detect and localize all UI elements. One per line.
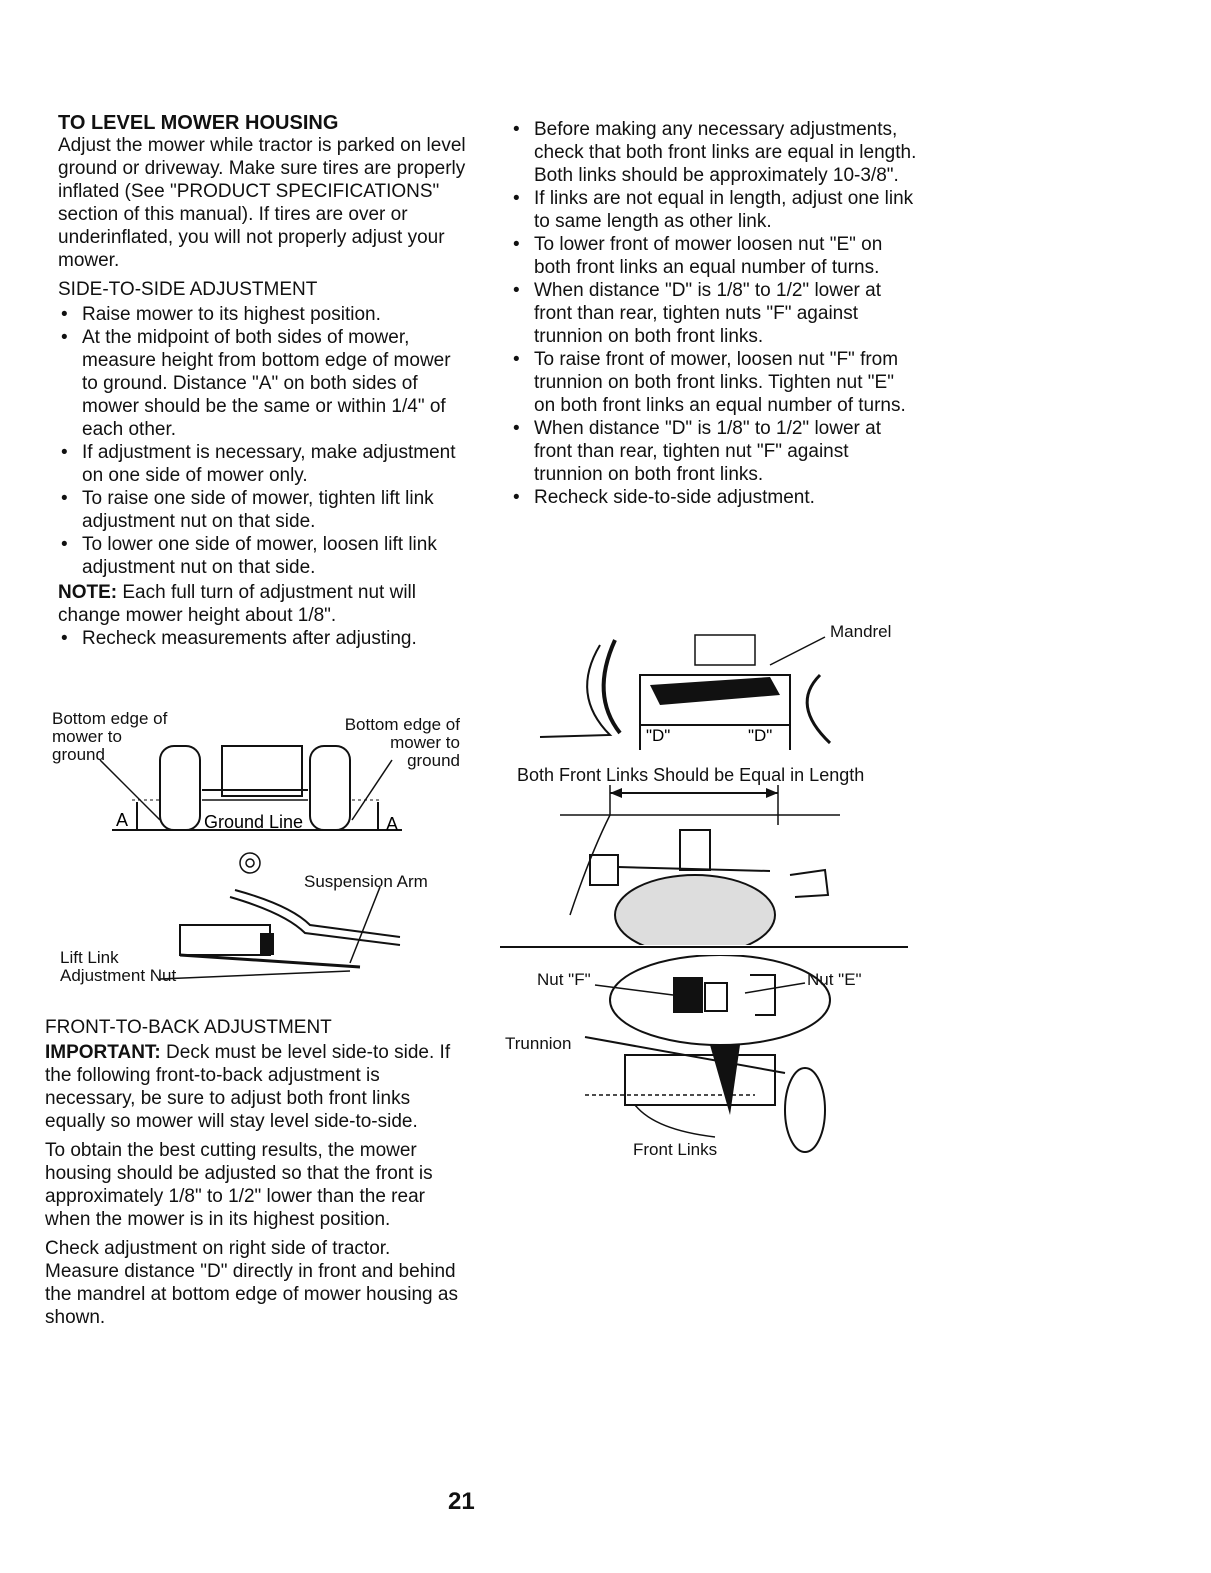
important-paragraph: IMPORTANT: Deck must be level side-to si… xyxy=(45,1041,465,1133)
note-text: Each full turn of adjustment nut will ch… xyxy=(58,582,416,626)
list-item: Recheck measurements after adjusting. xyxy=(58,627,468,650)
list-item: To lower front of mower loosen nut "E" o… xyxy=(510,233,920,279)
divider-line xyxy=(500,946,908,948)
check-adjustment-paragraph: Check adjustment on right side of tracto… xyxy=(45,1238,458,1328)
list-item: Before making any necessary adjustments,… xyxy=(510,118,920,187)
note-label: NOTE: xyxy=(58,582,118,603)
important-text: Deck must be level side-to side. If the … xyxy=(45,1042,451,1132)
left-column-lower: FRONT-TO-BACK ADJUSTMENT IMPORTANT: Deck… xyxy=(45,1014,465,1335)
left-column: TO LEVEL MOWER HOUSING Adjust the mower … xyxy=(58,112,468,652)
side-to-side-list: Raise mower to its highest position. At … xyxy=(58,303,468,579)
nuts-trunnion-diagram xyxy=(584,955,831,1153)
list-item: When distance "D" is 1/8" to 1/2" lower … xyxy=(510,417,920,486)
side-to-side-heading: SIDE-TO-SIDE ADJUSTMENT xyxy=(58,279,318,300)
ground-line-diagram: A A Ground Line xyxy=(99,745,402,834)
right-column: Before making any necessary adjustments,… xyxy=(510,118,920,511)
lift-link-label: Lift Link Adjustment Nut xyxy=(60,948,177,985)
list-item: Raise mower to its highest position. xyxy=(58,303,468,326)
d-left-label: "D" xyxy=(646,726,670,745)
figure-suspension-arm: Suspension Arm Lift Link Adjustment Nut xyxy=(60,845,470,995)
note: NOTE: Each full turn of adjustment nut w… xyxy=(58,581,468,627)
figure-ground-line: Bottom edge of mower to ground Bottom ed… xyxy=(52,710,472,840)
list-item: To raise front of mower, loosen nut "F" … xyxy=(510,348,920,417)
equal-links-diagram xyxy=(560,785,840,945)
list-item: If adjustment is necessary, make adjustm… xyxy=(58,441,468,487)
list-item: Recheck side-to-side adjustment. xyxy=(510,486,920,509)
front-to-back-list: Before making any necessary adjustments,… xyxy=(510,118,920,509)
d-right-label: "D" xyxy=(748,726,772,745)
front-to-back-heading: FRONT-TO-BACK ADJUSTMENT xyxy=(45,1017,332,1038)
suspension-arm-diagram xyxy=(159,852,401,980)
list-item: To lower one side of mower, loosen lift … xyxy=(58,533,468,579)
a-left-label: A xyxy=(116,810,128,830)
label-bottom-edge-left: Bottom edge of mower to ground xyxy=(52,709,168,764)
ground-line-label: Ground Line xyxy=(204,812,303,832)
a-right-label: A xyxy=(386,814,398,834)
equal-length-caption: Both Front Links Should be Equal in Leng… xyxy=(517,765,865,785)
intro-paragraph: Adjust the mower while tractor is parked… xyxy=(58,135,466,271)
nut-f-label: Nut "F" xyxy=(537,970,591,989)
list-item: When distance "D" is 1/8" to 1/2" lower … xyxy=(510,279,920,348)
mandrel-diagram: "D" "D" xyxy=(539,634,832,750)
list-item: At the midpoint of both sides of mower, … xyxy=(58,326,468,441)
best-results-paragraph: To obtain the best cutting results, the … xyxy=(45,1140,433,1230)
recheck-list: Recheck measurements after adjusting. xyxy=(58,627,468,650)
page-number: 21 xyxy=(448,1488,475,1515)
label-bottom-edge-right: Bottom edge of mower to ground xyxy=(344,715,460,770)
important-label: IMPORTANT: xyxy=(45,1042,161,1063)
mandrel-label: Mandrel xyxy=(830,622,892,641)
figure-nuts-trunnion: Nut "F" Nut "E" Trunnion Front Links xyxy=(505,955,885,1165)
nut-e-label: Nut "E" xyxy=(807,970,862,989)
list-item: If links are not equal in length, adjust… xyxy=(510,187,920,233)
figure-mandrel: "D" "D" Mandrel xyxy=(520,615,920,765)
suspension-arm-label: Suspension Arm xyxy=(304,872,428,891)
section-title: TO LEVEL MOWER HOUSING xyxy=(58,112,339,134)
front-links-label: Front Links xyxy=(633,1140,718,1159)
trunnion-label: Trunnion xyxy=(505,1034,572,1053)
figure-equal-links xyxy=(560,785,860,945)
list-item: To raise one side of mower, tighten lift… xyxy=(58,487,468,533)
